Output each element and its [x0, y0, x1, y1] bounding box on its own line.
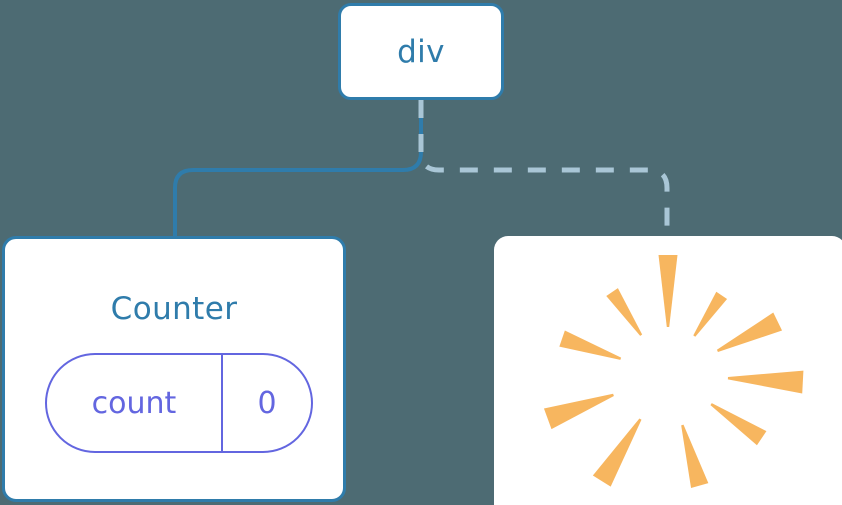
state-pill-count[interactable]: count 0: [45, 353, 313, 453]
node-div-label: div: [397, 33, 445, 70]
sparkle-ray-2: [716, 312, 783, 352]
sparkle-ray-4: [710, 403, 767, 446]
state-value-label: 0: [257, 385, 277, 421]
node-counter-label: Counter: [110, 291, 238, 327]
edge-div-to-burst: [418, 100, 670, 238]
sparkle-ray-5: [681, 424, 709, 489]
node-burst[interactable]: [494, 236, 842, 505]
sparkle-ray-0: [658, 255, 678, 327]
node-counter[interactable]: Counter count 0: [2, 236, 346, 502]
sparkle-ray-6: [592, 418, 642, 487]
sparkle-ray-9: [606, 288, 643, 336]
sparkle-ray-1: [693, 291, 728, 337]
state-key-label: count: [47, 355, 223, 451]
sparkle-ray-3: [727, 370, 804, 394]
edge-div-to-counter: [173, 100, 423, 238]
node-div[interactable]: div: [338, 3, 504, 100]
sparkle-ray-8: [559, 330, 622, 360]
sparkle-burst-icon: [543, 255, 804, 489]
sparkle-ray-7: [543, 393, 614, 430]
